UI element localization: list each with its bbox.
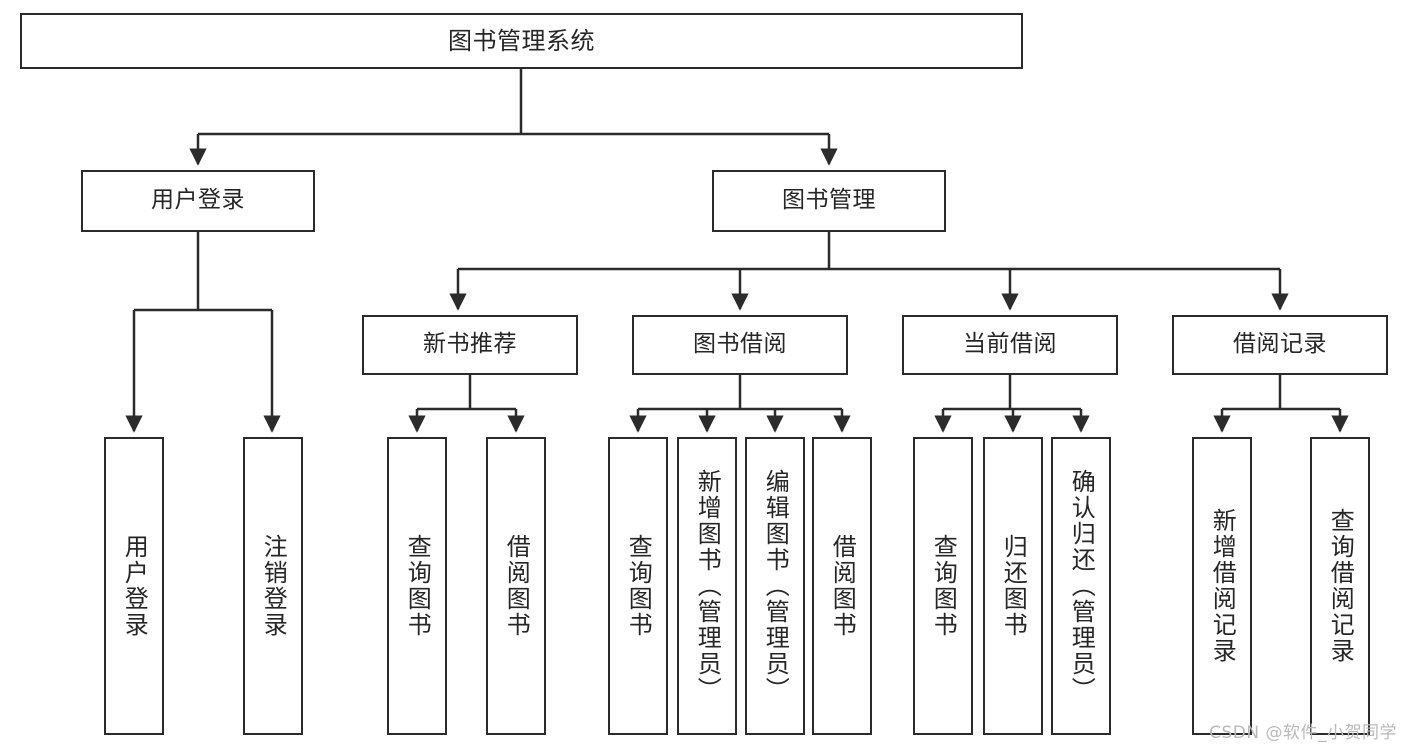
node-label: 新增图书（管理员） (693, 469, 722, 703)
node-new-book-recommend[interactable]: 新书推荐 (362, 315, 578, 375)
node-label: 编辑图书（管理员） (761, 469, 790, 703)
node-label: 图书借阅 (693, 331, 787, 358)
leaf-query-book-current[interactable]: 查询图书 (913, 437, 973, 735)
node-label: 用户登录 (120, 534, 149, 638)
node-book-management[interactable]: 图书管理 (712, 170, 946, 232)
node-borrow-records[interactable]: 借阅记录 (1172, 315, 1388, 375)
node-label: 确认归还（管理员） (1067, 469, 1096, 703)
node-label: 用户登录 (151, 187, 245, 214)
node-label: 查询图书 (624, 534, 653, 638)
node-label: 图书管理 (782, 187, 876, 214)
node-label: 借阅图书 (828, 534, 857, 638)
node-label: 查询图书 (929, 534, 958, 638)
leaf-add-borrow-record[interactable]: 新增借阅记录 (1192, 437, 1252, 735)
node-user-login[interactable]: 用户登录 (81, 170, 315, 232)
watermark-text: CSDN @软件_小贺同学 (1209, 723, 1397, 743)
leaf-borrow-book[interactable]: 借阅图书 (812, 437, 872, 735)
node-book-borrow[interactable]: 图书借阅 (632, 315, 848, 375)
node-label: 借阅图书 (502, 534, 531, 638)
node-label: 借阅记录 (1233, 331, 1327, 358)
node-label: 新增借阅记录 (1208, 508, 1237, 664)
node-label: 当前借阅 (963, 331, 1057, 358)
node-label: 查询图书 (403, 534, 432, 638)
leaf-query-book-borrow[interactable]: 查询图书 (608, 437, 668, 735)
leaf-query-borrow-record[interactable]: 查询借阅记录 (1310, 437, 1370, 735)
leaf-return-book[interactable]: 归还图书 (983, 437, 1043, 735)
leaf-confirm-return-admin[interactable]: 确认归还（管理员） (1051, 437, 1111, 735)
node-current-borrow[interactable]: 当前借阅 (902, 315, 1118, 375)
leaf-edit-book-admin[interactable]: 编辑图书（管理员） (745, 437, 805, 735)
node-label: 注销登录 (259, 534, 288, 638)
node-label: 归还图书 (999, 534, 1028, 638)
leaf-user-login[interactable]: 用户登录 (104, 437, 164, 735)
node-root-system[interactable]: 图书管理系统 (20, 13, 1023, 69)
node-label: 图书管理系统 (448, 26, 595, 55)
leaf-add-book-admin[interactable]: 新增图书（管理员） (677, 437, 737, 735)
node-label: 查询借阅记录 (1326, 508, 1355, 664)
leaf-logout[interactable]: 注销登录 (243, 437, 303, 735)
leaf-borrow-book-new[interactable]: 借阅图书 (486, 437, 546, 735)
leaf-query-book-new[interactable]: 查询图书 (387, 437, 447, 735)
node-label: 新书推荐 (423, 331, 517, 358)
